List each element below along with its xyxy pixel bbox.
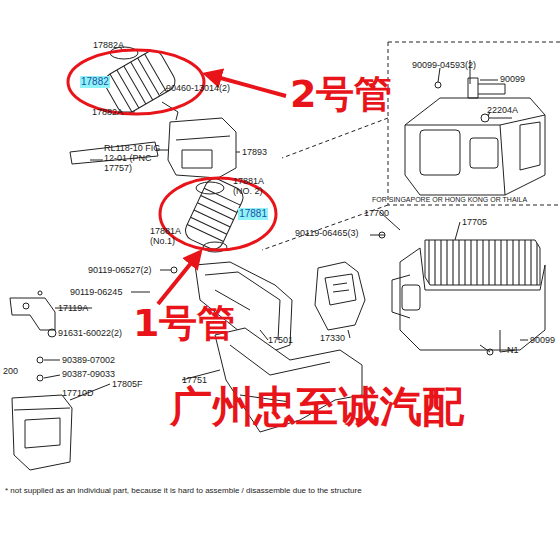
annotation-text: 广州忠至诚汽配 [170,384,464,430]
callout-number: 17501 [268,335,293,345]
annotation-text: 1号管 [133,303,235,345]
callout-number: 200 [3,366,18,376]
part-number: 17882 [80,76,110,88]
callout-number: 90389-07002 [62,355,115,365]
annotation-text: 2号管 [290,74,392,116]
callout-number: 17882A [92,107,123,117]
footnote: * not supplied as an individual part, be… [5,486,362,496]
callout-number: 17805F [112,379,143,389]
callout-arrow [158,252,200,304]
callout-number: 90119-06465(3) [295,228,358,238]
callout-number: 90460-13014(2) [166,83,230,93]
callout-number: 90119-06245 [70,287,122,297]
callout-number: 90099 [500,74,525,84]
callout-number: 17700 [364,208,389,218]
callout-number: 17705 [462,217,487,227]
highlight-ellipse: 17882 [66,48,206,116]
callout-number: 17893 [242,147,267,157]
callout-number: 17119A [58,303,88,313]
callout-number: 17882A [93,40,124,50]
part-number: 17881 [238,208,268,220]
callout-number: 22204A [487,105,518,115]
callout-number: 17881A (NO. 2) [233,176,283,196]
callout-number: 91631-60022(2) [58,328,122,338]
callout-number: RL118-10 FIG 12-01 (PNC 17757) [104,143,166,173]
callout-number: 17710D [62,388,94,398]
callout-number: 90099 [530,335,555,345]
callout-number: 17881A (No.1) [150,226,200,246]
callout-number: FOR SINGAPORE OR HONG KONG OR THAILA [372,196,527,204]
callout-number: N1 [507,345,519,355]
callout-number: 90099-04593(2) [412,60,476,70]
callout-number: 90119-06527(2) [88,265,151,275]
callout-number: 17330 [320,333,345,343]
callout-number: 90387-09033 [62,369,115,379]
